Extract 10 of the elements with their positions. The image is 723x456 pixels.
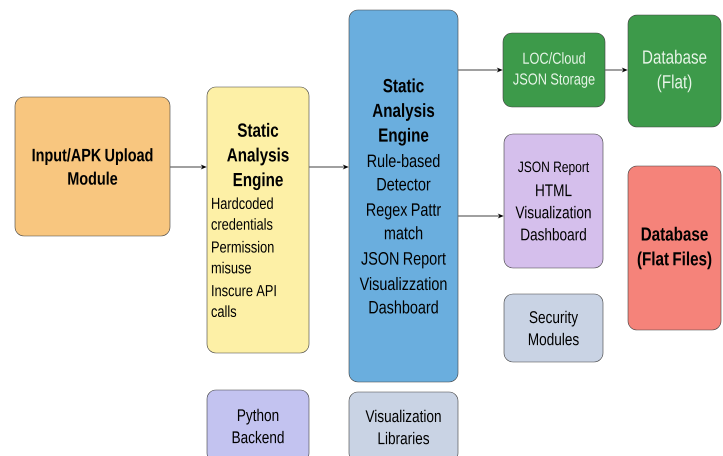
report-box: JSON Report HTML Visualization Dashboard	[504, 134, 604, 268]
database-box: Database (Flat Files)	[628, 166, 722, 330]
library-box: Visualization Libraries	[348, 392, 458, 456]
module-box: Security Modules	[504, 294, 604, 362]
database-box: Database (Flat)	[628, 14, 722, 128]
engine-box: Static Analysis Engine Rule-based Detector Regex Pattr match JSON Report Visualizzation Dashboard	[348, 10, 458, 382]
engine-box: Static Analysis Engine Hardcoded credentials Permission misuse Inscure API calls	[206, 86, 310, 354]
backend-box: Python Backend	[206, 390, 310, 456]
storage-box: LOC/Cloud JSON Storage	[502, 32, 606, 108]
module-box: Input/APK Upload Module	[14, 96, 170, 236]
